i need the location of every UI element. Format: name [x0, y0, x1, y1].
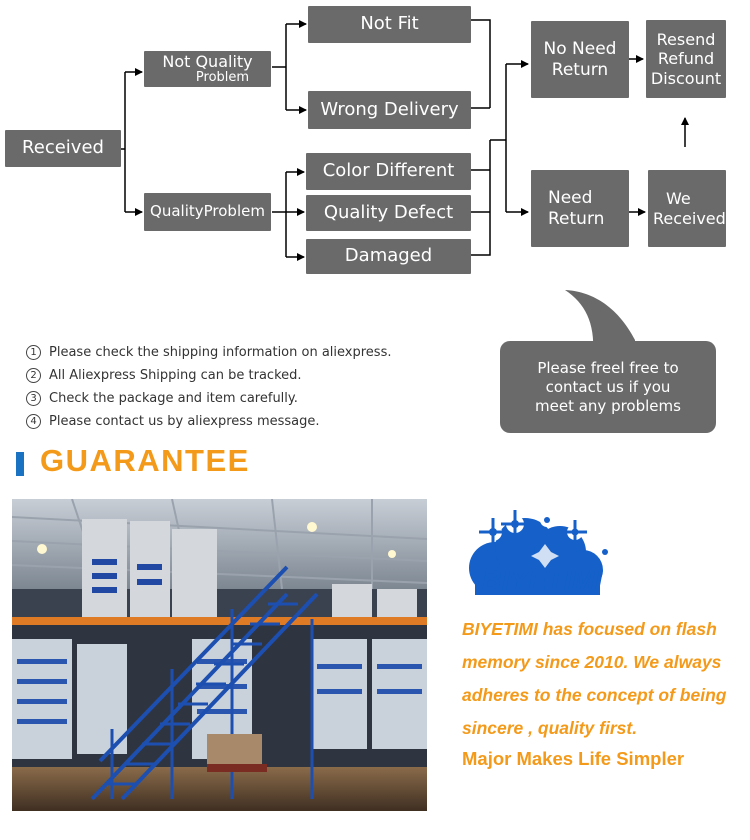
not-quality-label: Not Quality: [162, 51, 253, 71]
received-label: Received: [22, 137, 104, 159]
instruction-number: 4: [26, 414, 41, 429]
discount-label: Discount: [650, 68, 722, 88]
not-quality-problem-box: Not Quality Problem: [144, 51, 271, 87]
connector-not-fit-right: [471, 19, 491, 108]
instruction-text: Please contact us by aliexpress message.: [49, 414, 320, 429]
warehouse-illustration: [12, 499, 427, 811]
wrong-delivery-box: Wrong Delivery: [308, 91, 471, 129]
brand-slogan: Major Makes Life Simpler: [462, 748, 685, 769]
description-line: sincere , quality first.: [462, 718, 638, 738]
we-label: We: [666, 189, 691, 209]
quality-problem-box: QualityProblem: [144, 193, 271, 231]
gear-cloud-logo-icon: [469, 510, 608, 595]
description-line: adheres to the concept of being: [462, 685, 727, 705]
wrong-delivery-label: Wrong Delivery: [320, 98, 459, 120]
instruction-number: 3: [26, 391, 41, 406]
instructions-list: 1 Please check the shipping information …: [26, 341, 466, 433]
no-need-return-box: No Need Return: [531, 21, 629, 98]
color-different-label: Color Different: [322, 160, 455, 182]
color-different-box: Color Different: [306, 153, 471, 190]
description-line: memory since 2010. We always: [462, 652, 722, 672]
connector-merge: [490, 64, 507, 212]
instruction-item: 2 All Aliexpress Shipping can be tracked…: [26, 364, 466, 387]
quality-defect-box: Quality Defect: [306, 195, 471, 231]
need-return-label: Return: [548, 208, 605, 229]
we-received-label: Received: [653, 208, 726, 228]
contact-speech-bubble: Please freel free to contact us if you m…: [500, 341, 716, 433]
bubble-line: meet any problems: [535, 396, 681, 415]
guarantee-heading: GUARANTEE: [40, 443, 250, 478]
bubble-line: contact us if you: [545, 377, 671, 396]
instruction-number: 1: [26, 345, 41, 360]
instruction-text: Please check the shipping information on…: [49, 345, 392, 360]
quality-problem-label: QualityProblem: [150, 202, 265, 221]
instruction-item: 4 Please contact us by aliexpress messag…: [26, 410, 466, 433]
instruction-item: 3 Check the package and item carefully.: [26, 387, 466, 410]
brand-logo-text: BIYETIMI: [482, 565, 604, 595]
quality-defect-label: Quality Defect: [323, 201, 454, 223]
we-received-box: We Received: [648, 170, 726, 247]
instruction-number: 2: [26, 368, 41, 383]
refund-label: Refund: [657, 49, 715, 69]
bubble-line: Please freel free to: [537, 358, 679, 377]
section-accent-bar: [16, 452, 24, 476]
connector-quality-split: [272, 172, 287, 257]
no-need-label: No Need: [543, 39, 617, 60]
speech-bubble-tail-icon: [565, 290, 635, 353]
need-label: Need: [548, 188, 593, 209]
resend-label: Resend: [656, 30, 716, 50]
not-fit-label: Not Fit: [360, 13, 419, 35]
damaged-box: Damaged: [306, 239, 471, 274]
no-need-return-label: Return: [551, 59, 609, 80]
damaged-label: Damaged: [344, 245, 433, 267]
instruction-text: Check the package and item carefully.: [49, 391, 298, 406]
instruction-text: All Aliexpress Shipping can be tracked.: [49, 368, 302, 383]
instruction-item: 1 Please check the shipping information …: [26, 341, 466, 364]
need-return-box: Need Return: [531, 170, 629, 247]
connector-not-quality-split: [272, 24, 287, 110]
connector-received-main: [121, 72, 126, 212]
warehouse-photo: [12, 499, 427, 811]
connector-damaged-right: [471, 140, 491, 256]
resend-refund-discount-box: Resend Refund Discount: [646, 20, 726, 98]
brand-description: BIYETIMI has focused on flash memory sin…: [462, 613, 750, 745]
not-fit-box: Not Fit: [308, 6, 471, 43]
problem-label: Problem: [195, 69, 250, 85]
received-box: Received: [5, 130, 121, 167]
description-line: BIYETIMI has focused on flash: [462, 619, 717, 639]
